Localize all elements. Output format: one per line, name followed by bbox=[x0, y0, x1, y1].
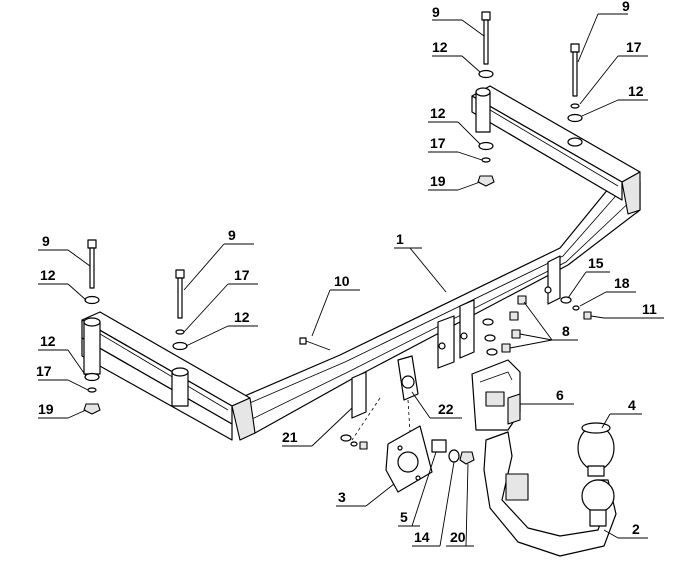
leader-lines bbox=[38, 13, 664, 547]
label-10: 10 bbox=[334, 273, 350, 289]
label-20: 20 bbox=[450, 529, 466, 545]
tow-ball-2 bbox=[483, 431, 617, 557]
label-3: 3 bbox=[338, 489, 346, 505]
label-17: 17 bbox=[234, 267, 250, 283]
label-9: 9 bbox=[42, 233, 50, 249]
label-12: 12 bbox=[432, 39, 448, 55]
bolt-group-8 bbox=[482, 295, 527, 356]
label-2: 2 bbox=[632, 521, 640, 537]
label-11: 11 bbox=[642, 301, 657, 317]
screws-near-plate bbox=[340, 434, 368, 450]
spring-washers-5-14-20 bbox=[431, 439, 475, 465]
label-19: 19 bbox=[430, 173, 446, 189]
ball-cap-4 bbox=[577, 422, 615, 477]
label-19: 19 bbox=[38, 401, 54, 417]
label-4: 4 bbox=[628, 397, 636, 413]
label-9: 9 bbox=[622, 0, 630, 14]
label-14: 14 bbox=[414, 529, 430, 545]
bolt-10 bbox=[299, 337, 331, 351]
socket-plate-3 bbox=[385, 425, 433, 493]
label-12: 12 bbox=[40, 333, 56, 349]
bolt-9-top-left bbox=[481, 11, 491, 65]
label-1: 1 bbox=[396, 231, 404, 247]
washers-and-nuts bbox=[83, 69, 583, 415]
label-21: 21 bbox=[282, 429, 298, 445]
main-crossbeam bbox=[81, 85, 641, 441]
bolt-11-washers bbox=[560, 296, 605, 320]
label-17: 17 bbox=[626, 39, 642, 55]
label-18: 18 bbox=[614, 275, 630, 291]
bolt-9-center-left bbox=[175, 269, 185, 319]
label-8: 8 bbox=[562, 323, 570, 339]
label-9: 9 bbox=[432, 4, 440, 20]
label-12: 12 bbox=[628, 83, 644, 99]
bolt-9-top-right bbox=[570, 43, 580, 97]
bolt-9-left bbox=[87, 239, 97, 289]
label-15: 15 bbox=[588, 255, 604, 271]
part-labels: 9 9 12 17 12 12 17 19 1 9 9 12 17 10 12 … bbox=[36, 0, 657, 545]
coupling-housing-6 bbox=[471, 359, 521, 431]
label-6: 6 bbox=[556, 387, 564, 403]
bracket-22 bbox=[351, 355, 419, 441]
label-17: 17 bbox=[36, 363, 52, 379]
label-22: 22 bbox=[438, 401, 454, 417]
mounting-tubes bbox=[83, 87, 583, 407]
label-9: 9 bbox=[228, 227, 236, 243]
label-17: 17 bbox=[430, 135, 446, 151]
label-12: 12 bbox=[430, 105, 446, 121]
label-12: 12 bbox=[40, 267, 56, 283]
label-5: 5 bbox=[400, 509, 408, 525]
label-12: 12 bbox=[234, 309, 250, 325]
